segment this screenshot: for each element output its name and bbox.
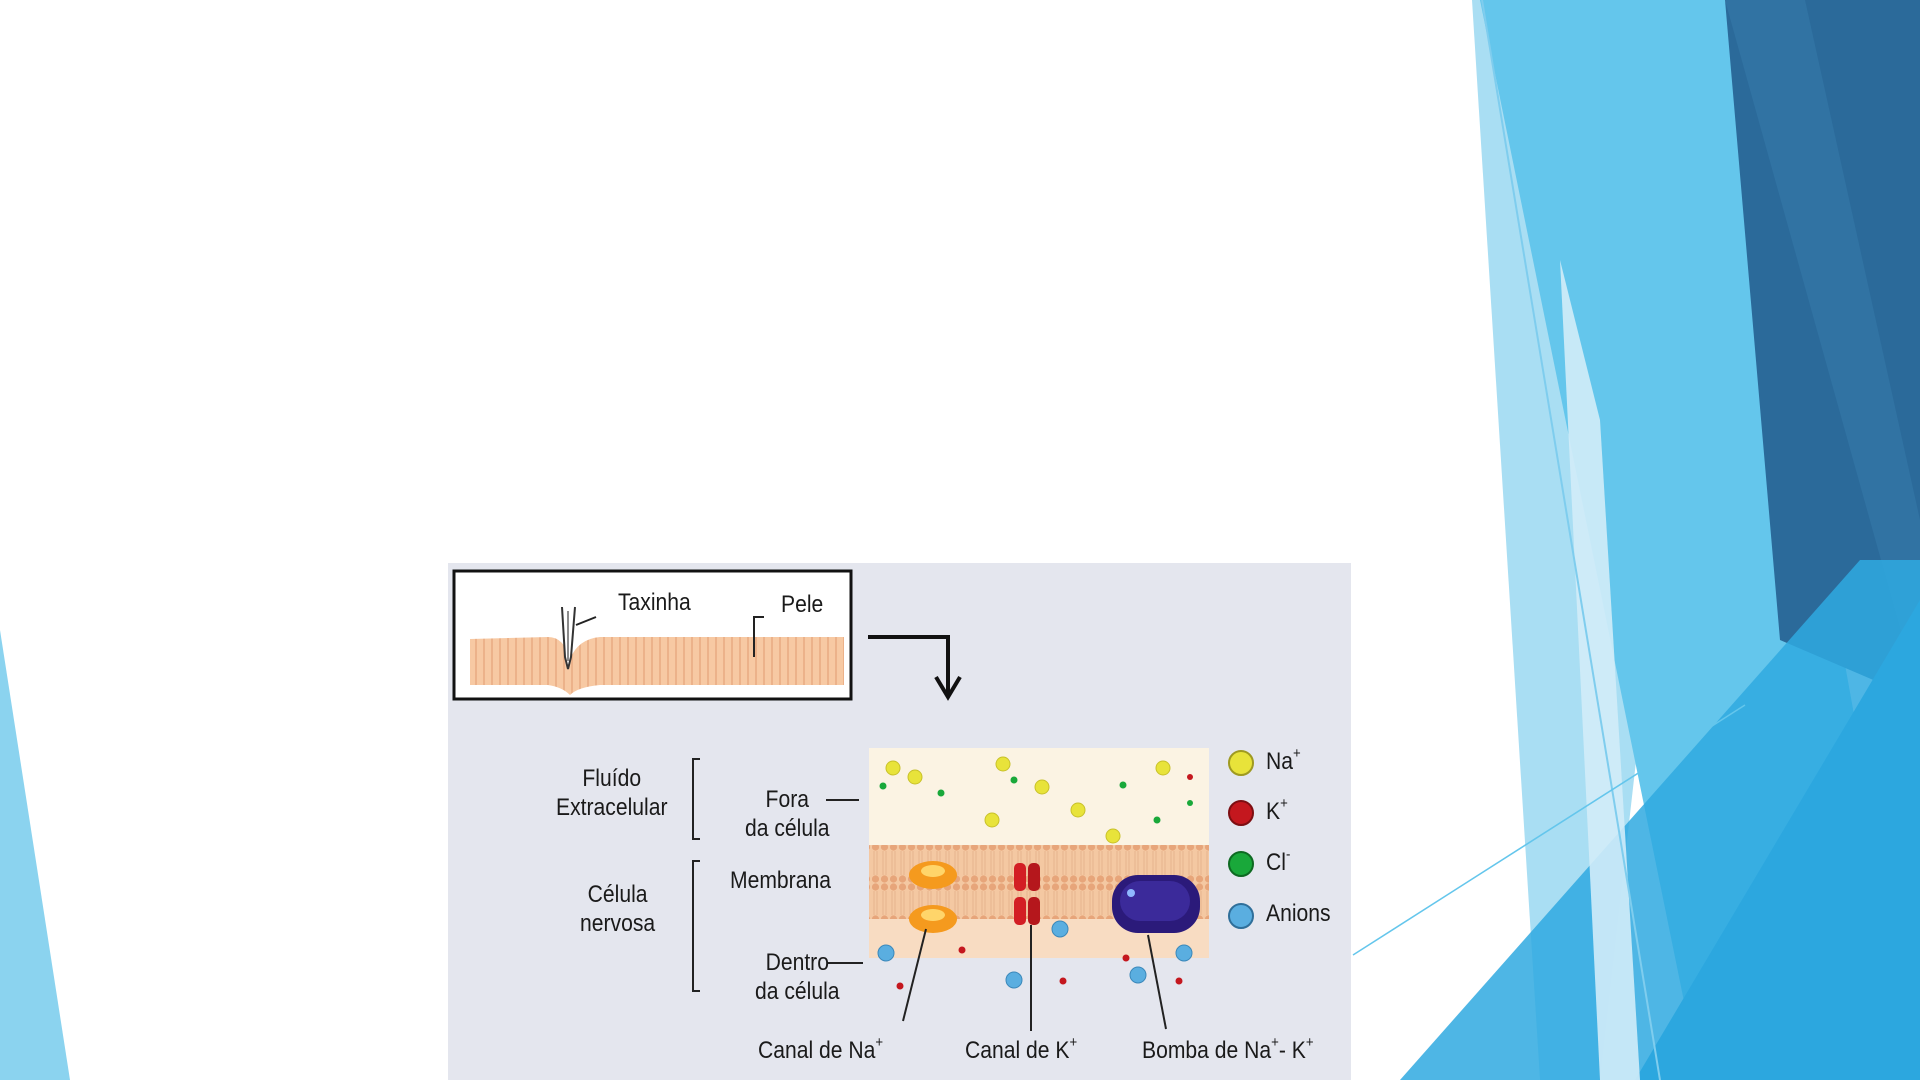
legend-label-na: Na+ [1266,748,1301,777]
legend-label-k: K+ [1266,798,1288,827]
na-channel-label: Canal de Na+ [758,1037,883,1066]
legend-label-cl: Cl- [1266,849,1290,878]
pump-label: Bomba de Na+- K+ [1142,1037,1314,1066]
k-channel-label: Canal de K+ [965,1037,1077,1066]
neuron-membrane-diagram: Taxinha Pele Fluído Extracelular Célula … [448,563,1351,1080]
left-accent-shape [0,630,70,1080]
pin-label: Taxinha [618,589,691,618]
membrane-label: Membrana [730,867,831,896]
cell-label: Célula nervosa [580,881,655,939]
outside-label: Fora da célula [745,786,830,844]
zoom-arrow [868,637,948,695]
fluid-bracket [693,759,700,839]
cell-bracket [693,861,700,991]
skin-label: Pele [781,591,823,620]
legend-label-anions: Anions [1266,900,1331,929]
inside-label: Dentro da célula [755,949,840,1007]
sodium-potassium-pump-icon [1112,875,1200,933]
legend-dot-na [1229,751,1253,775]
fluid-label: Fluído Extracelular [556,765,668,823]
legend-dot-k [1229,801,1253,825]
legend-dot-cl [1229,852,1253,876]
legend-dot-anions [1229,904,1253,928]
